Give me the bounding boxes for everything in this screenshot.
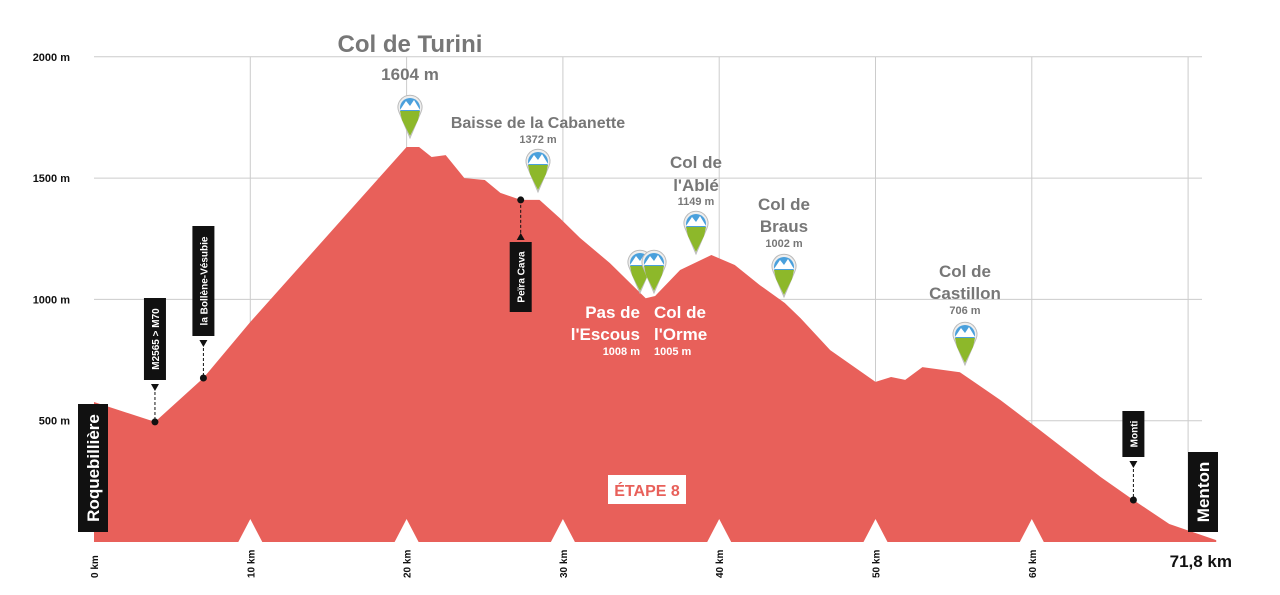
- summit-name: Col de: [654, 303, 706, 322]
- waypoint-label-box: [192, 226, 215, 336]
- summit-name: Braus: [760, 217, 808, 236]
- summit-altitude: 1372 m: [519, 134, 557, 146]
- summit-name: l'Escous: [571, 325, 640, 344]
- waypoint-label-box: [1122, 411, 1145, 457]
- waypoint-label-box: [509, 242, 532, 312]
- summit-pin-icon: [771, 253, 797, 299]
- start-town-box: [78, 404, 108, 532]
- stage-title-box: [608, 475, 686, 504]
- arrow-up-icon: [516, 233, 525, 240]
- summit-name: l'Ablé: [673, 176, 719, 195]
- summit-altitude: 1604 m: [381, 65, 439, 84]
- summit-pin-icon: [952, 321, 978, 367]
- km-marker: [707, 519, 732, 542]
- summit-pin-icon: [641, 249, 667, 295]
- arrow-down-icon: [199, 340, 208, 347]
- summit-altitude: 1008 m: [603, 346, 641, 358]
- x-tick-label: 10 km: [246, 550, 257, 578]
- waypoint-label: la Bollène-Vésubie: [199, 236, 210, 325]
- chart-marks: 0 km 10 km 20 km 30 km 40 km 50 km 60 km 71,8 k…: [78, 31, 1232, 578]
- stage-title: ÉTAPE 8: [614, 481, 680, 500]
- summit-name: Castillon: [929, 284, 1001, 303]
- arrow-down-icon: [1129, 461, 1138, 468]
- summit-altitude: 1005 m: [654, 346, 692, 358]
- waypoint-label: Peïra Cava: [517, 251, 528, 303]
- end-distance-label: 71,8 km: [1170, 552, 1232, 571]
- km-marker: [550, 519, 575, 542]
- waypoint-label: M2565 > M70: [151, 308, 162, 370]
- x-tick-label: 60 km: [1028, 550, 1039, 578]
- summit-name: l'Orme: [654, 325, 707, 344]
- summit-name: Col de: [758, 195, 810, 214]
- summit-altitude: 1002 m: [765, 238, 803, 250]
- summit-name: Col de: [939, 262, 991, 281]
- km-marker: [1019, 519, 1044, 542]
- waypoint-label: Monti: [1129, 420, 1140, 447]
- summit-name: Col de: [670, 153, 722, 172]
- x-tick-label: 0 km: [90, 555, 101, 578]
- elevation-area: [94, 147, 1217, 542]
- x-tick-label: 50 km: [872, 550, 883, 578]
- y-tick-label: 1500 m: [33, 173, 71, 185]
- start-town: Roquebillière: [84, 414, 103, 522]
- end-town: Menton: [1194, 462, 1213, 522]
- end-town-box: [1188, 452, 1218, 532]
- summit-pin-icon: [397, 94, 423, 140]
- waypoint-label-box: [143, 298, 166, 380]
- waypoint-dot: [517, 196, 525, 204]
- summit-altitude: 706 m: [949, 305, 980, 317]
- summit-name: Pas de: [585, 303, 640, 322]
- arrow-down-icon: [150, 384, 159, 391]
- summit-pin-icon: [683, 210, 709, 256]
- waypoint-dot: [1129, 496, 1137, 504]
- x-tick-label: 30 km: [559, 550, 570, 578]
- waypoint-dot: [199, 374, 207, 382]
- km-marker: [238, 519, 263, 542]
- waypoint-dot: [151, 418, 159, 426]
- km-marker: [394, 519, 419, 542]
- y-tick-label: 2000 m: [33, 52, 71, 64]
- km-marker: [863, 519, 888, 542]
- x-tick-label: 40 km: [715, 550, 726, 578]
- x-tick-label: 20 km: [403, 550, 414, 578]
- y-tick-label: 500 m: [39, 416, 70, 428]
- summit-altitude: 1149 m: [678, 196, 715, 208]
- y-tick-label: 1000 m: [33, 294, 71, 306]
- summit-name: Col de Turini: [338, 31, 483, 58]
- summit-pin-icon: [525, 148, 551, 194]
- summit-name: Baisse de la Cabanette: [451, 115, 625, 132]
